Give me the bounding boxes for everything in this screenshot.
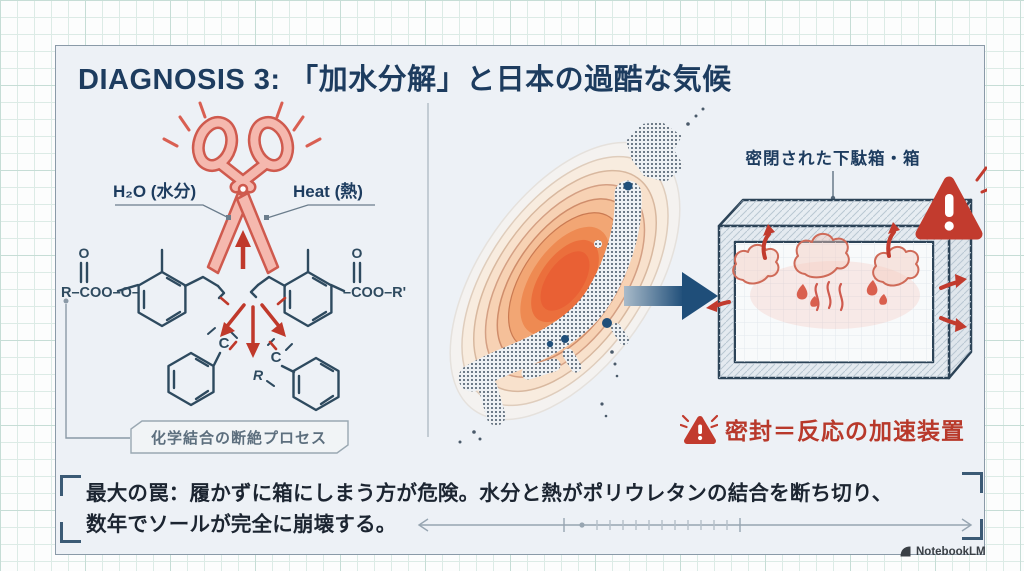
shoebox-label: 密閉された下駄箱・箱 bbox=[746, 148, 921, 168]
heat-label: Heat (熱) bbox=[293, 181, 363, 201]
timeline-axis bbox=[417, 518, 973, 532]
quote-bracket-top-right bbox=[962, 472, 983, 493]
shoebox-icon bbox=[717, 198, 973, 380]
carbon-label-left: C bbox=[219, 335, 230, 352]
sealed-shoebox-figure: 密閉された下駄箱・箱 bbox=[706, 148, 987, 380]
carbonyl-o-right: O bbox=[352, 245, 363, 261]
polymer-structure: R–COO–O– O –COO–R' O bbox=[61, 245, 406, 412]
notebooklm-watermark: NotebookLM bbox=[899, 545, 986, 558]
notebooklm-brand-text: NotebookLM bbox=[916, 545, 986, 558]
cleavage-arrows-icon bbox=[219, 296, 287, 358]
japan-heat-map bbox=[449, 107, 705, 444]
warning-triangle-icon bbox=[915, 166, 987, 240]
acceleration-warning: 密封＝反応の加速装置 bbox=[680, 412, 965, 446]
japan-landmass bbox=[458, 107, 705, 444]
factor-labels: H₂O (水分) Heat (熱) bbox=[113, 181, 375, 220]
carbonyl-o-left: O bbox=[79, 245, 90, 261]
left-ester-group: R–COO–O– bbox=[61, 285, 140, 301]
conclusion-line-1: 最大の罠：履かずに箱にしまう方が危険。水分と熱がポリウレタンの結合を断ち切り、 bbox=[86, 482, 893, 505]
quote-bracket-bottom-right bbox=[962, 519, 983, 540]
right-ester-group: –COO–R' bbox=[343, 285, 406, 301]
cause-effect-arrow-icon bbox=[624, 272, 718, 320]
scissors-icon bbox=[162, 101, 322, 275]
quote-bracket-bottom-left bbox=[60, 522, 81, 543]
trapped-heat-arrows-icon bbox=[706, 222, 967, 332]
city-markers bbox=[546, 181, 633, 348]
heat-squiggles-icon bbox=[814, 280, 844, 312]
conclusion-line-2: 数年でソールが完全に崩壊する。 bbox=[86, 513, 397, 536]
steam-icon bbox=[732, 232, 920, 287]
page-title: DIAGNOSIS 3: 「加水分解」と日本の過酷な気候 bbox=[78, 64, 732, 96]
process-caption-label: 化学結合の断絶プロセス bbox=[151, 429, 327, 447]
conclusion-block: 最大の罠：履かずに箱にしまう方が危険。水分と熱がポリウレタンの結合を断ち切り、 … bbox=[56, 466, 986, 556]
moisture-droplets-icon bbox=[796, 280, 888, 307]
vertical-divider bbox=[427, 103, 429, 437]
notebooklm-logo-icon bbox=[900, 546, 911, 557]
warning-triangle-small-icon bbox=[680, 414, 718, 444]
h2o-label: H₂O (水分) bbox=[113, 181, 196, 201]
quote-bracket-top-left bbox=[60, 475, 81, 496]
shoebox-label-group: 密閉された下駄箱・箱 bbox=[746, 148, 921, 201]
process-caption: 化学結合の断絶プロセス bbox=[63, 298, 349, 454]
acceleration-warning-text: 密封＝反応の加速装置 bbox=[725, 418, 965, 444]
radical-label: R bbox=[253, 367, 264, 383]
carbon-label-right: C bbox=[271, 349, 282, 366]
bond-break-up-arrow-icon bbox=[235, 230, 251, 269]
hydrolysis-diagram: H₂O (水分) Heat (熱) R–COO–O– O –COO–R' O bbox=[61, 101, 406, 454]
main-panel: DIAGNOSIS 3: 「加水分解」と日本の過酷な気候 bbox=[55, 45, 987, 556]
